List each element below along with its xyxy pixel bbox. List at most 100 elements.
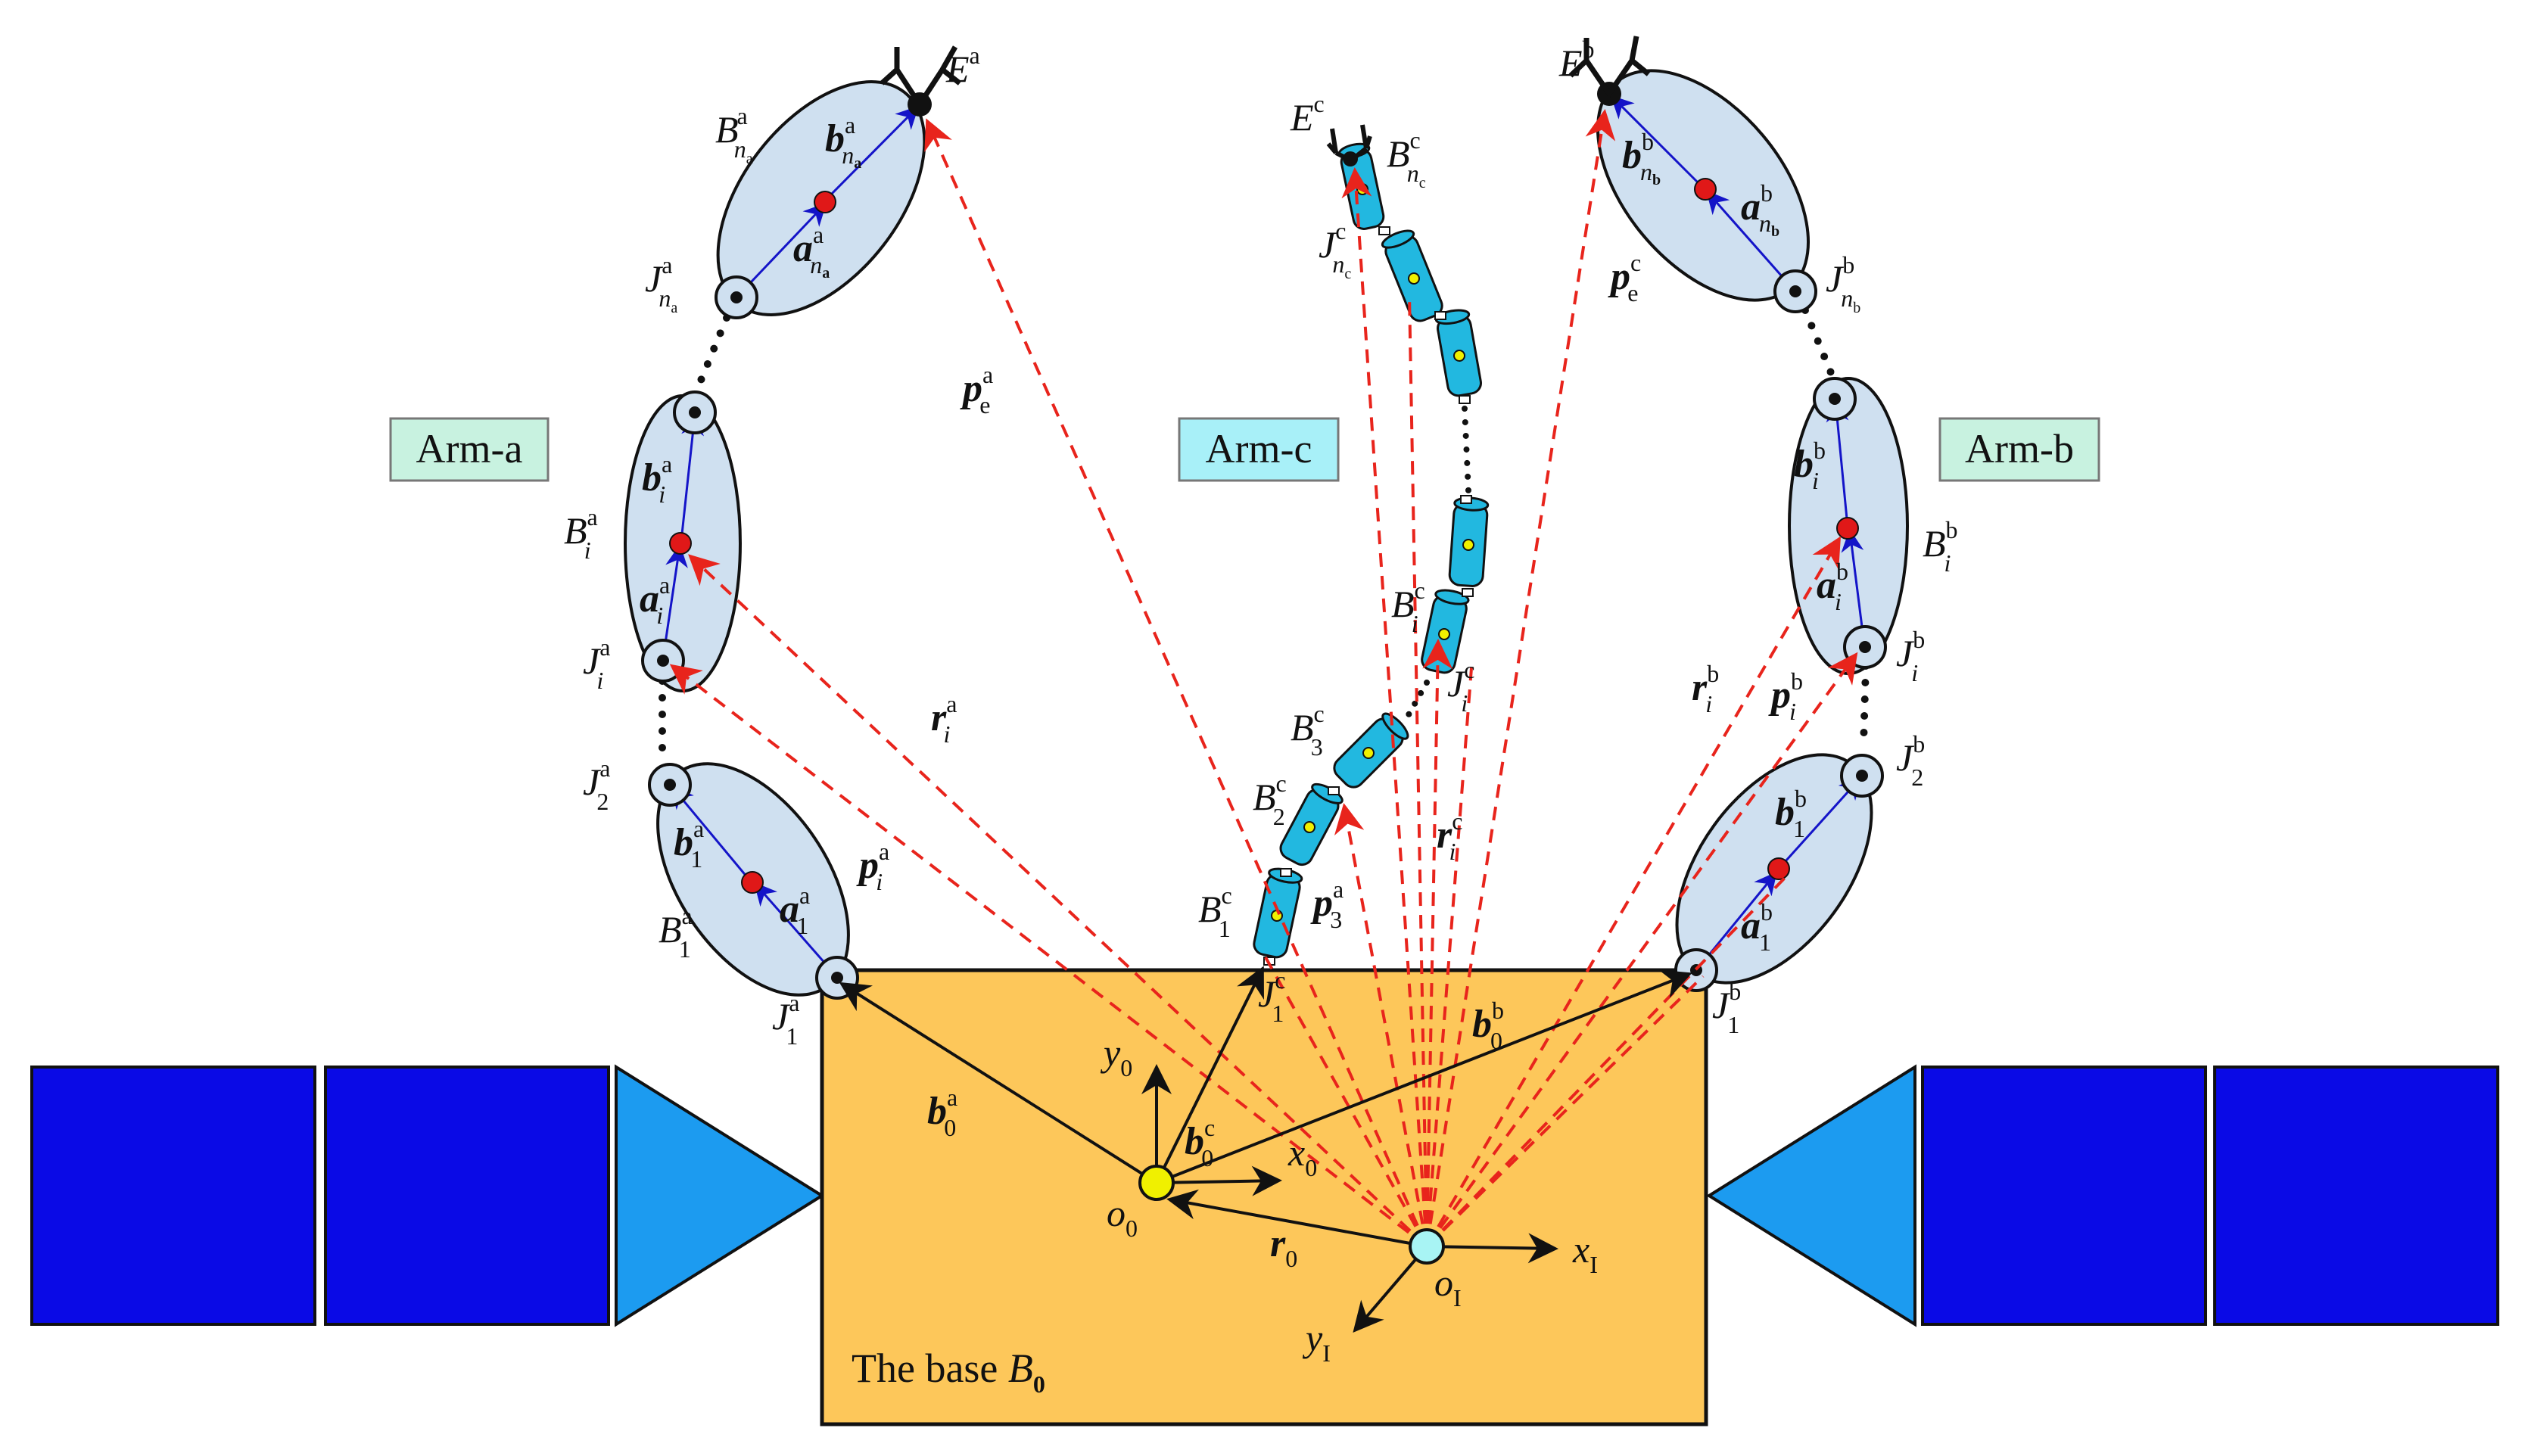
arm-a-a1-vector [754,882,838,977]
pe-c-dashed-1 [1341,167,1428,1247]
arm-c-cylinder-n-2 [1434,309,1482,397]
label-yI: yI [1302,1317,1331,1367]
label-Ec: Ec [1290,90,1325,138]
label-o0: o0 [1107,1192,1138,1242]
arm-a-b1-vector [671,785,752,882]
pe-b-dashed [1425,109,1616,1247]
ri-a-dashed [688,554,1428,1248]
base-vectors [839,966,1692,1333]
arm-c-cylinder-3 [1333,712,1409,789]
base-label: The base B0 [852,1346,1045,1398]
arm-b-joint-n-center [1789,285,1801,297]
arm-b-gripper [1568,36,1651,99]
arm-a-label-box [389,417,550,482]
arm-a-label: Arm-a [416,426,523,471]
arm-b-b1-vector [1777,776,1863,870]
arm-c-label: Arm-c [1206,426,1312,471]
arm-b [1568,36,1909,992]
right-solar-panel [1706,1064,2499,1327]
x0-axis [1156,1165,1282,1196]
arm-a [624,45,962,1000]
arm-b-a1-vector [1696,871,1777,969]
arm-a-joint-2-center [664,779,676,791]
arm-c-end-effector-point [1343,151,1358,166]
p3-c-dashed [1334,803,1428,1247]
label-Eb: Eb [1558,36,1595,84]
base-body [820,968,1708,1426]
arm-c-cylinder-i-plus-1 [1448,496,1490,587]
arm-a-dots-upper [696,314,730,386]
pe-a-dashed [924,118,1428,1247]
arm-b-label: Arm-b [1965,426,2074,471]
left-panel-cell-2 [324,1066,610,1326]
dashed-position-vectors [669,109,1858,1248]
arm-c-cylinder-n-1 [1381,229,1443,322]
arm-b-label-box [1938,417,2100,482]
b0-b-vector [1156,969,1692,1184]
b0-a-vector [839,982,1158,1184]
arm-c-dots [1462,406,1471,493]
ji-c-dashed [1425,658,1474,1247]
origin-oI [1409,1228,1445,1265]
arm-b-an-vector [1706,190,1795,291]
arm-a-gripper [880,45,962,110]
c1-dashed [1264,957,1428,1247]
b0-c-vector [1155,966,1264,1184]
label-x0: x0 [1287,1131,1317,1181]
arm-c-label-box [1178,417,1340,482]
label-y0: y0 [1100,1031,1132,1081]
left-panel-mount [615,1064,825,1327]
arm-b-mass-center-i [1836,517,1859,540]
label-xI: xI [1572,1228,1598,1278]
yI-axis [1353,1245,1428,1333]
xI-axis [1426,1233,1558,1264]
arm-b-dots-upper [1801,306,1835,378]
arm-a-bn-vector [824,105,920,202]
arm-a-joint-1-center [831,972,843,984]
arm-b-dots-lower [1860,662,1870,749]
arm-a-bi-vector [680,412,705,542]
arm-a-mass-center-i [669,532,692,555]
arm-b-joint-i-top-center [1829,393,1841,405]
right-panel-mount [1706,1064,1916,1327]
label-Ea: Ea [945,42,980,90]
pi-b-dashed [1425,652,1858,1248]
arm-b-mass-center-1 [1767,857,1790,880]
label-oI: oI [1434,1262,1462,1311]
